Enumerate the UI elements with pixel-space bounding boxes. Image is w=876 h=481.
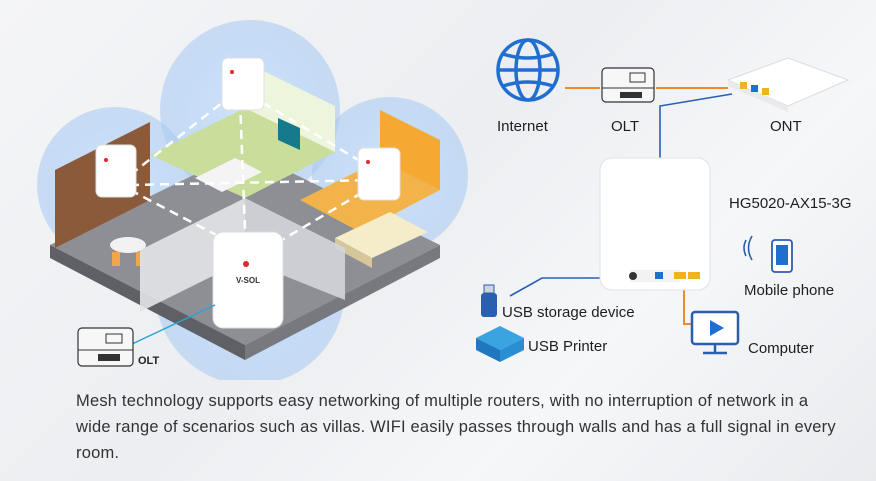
topology-diagram <box>476 38 850 362</box>
dining-chair <box>112 252 120 266</box>
router-main <box>212 231 284 329</box>
olt-house-label: OLT <box>138 355 159 367</box>
description-text: Mesh technology supports easy networking… <box>76 392 836 462</box>
usb-printer-icon <box>476 326 524 362</box>
room-yellow-wall <box>380 110 440 190</box>
computer-label: Computer <box>748 340 814 357</box>
mesh-house-illustration: V-SOL OLT <box>37 20 468 380</box>
olt-device-icon <box>601 67 655 103</box>
dining-table <box>110 237 146 253</box>
ont-device-icon <box>726 57 850 112</box>
room-front-wall-left <box>140 198 245 312</box>
bed-side <box>335 238 372 268</box>
router-left <box>95 144 137 198</box>
ont-label: ONT <box>770 118 802 135</box>
usb-printer-label: USB Printer <box>528 338 608 355</box>
room-front-wall-right <box>245 198 345 300</box>
router-right <box>357 147 401 201</box>
room-green-wall <box>245 62 335 152</box>
tv <box>278 118 300 150</box>
usb-storage-label: USB storage device <box>502 304 635 321</box>
internet-label: Internet <box>497 118 548 135</box>
router-top <box>221 57 265 111</box>
mobile-phone-label: Mobile phone <box>744 282 835 299</box>
house-floor-edge-right <box>245 245 440 360</box>
router-brand-label: V-SOL <box>236 276 260 285</box>
computer-link <box>683 280 692 325</box>
bed <box>335 212 428 258</box>
olt-house-link <box>129 304 216 346</box>
olt-house-device <box>77 327 134 367</box>
model-label: HG5020-AX15-3G <box>729 195 852 212</box>
usb-stick-icon <box>481 284 497 317</box>
main-router-icon <box>599 157 711 291</box>
globe-icon <box>496 38 560 102</box>
mobile-phone-icon <box>743 235 793 273</box>
computer-monitor-icon <box>690 310 740 355</box>
olt-label: OLT <box>611 118 640 135</box>
